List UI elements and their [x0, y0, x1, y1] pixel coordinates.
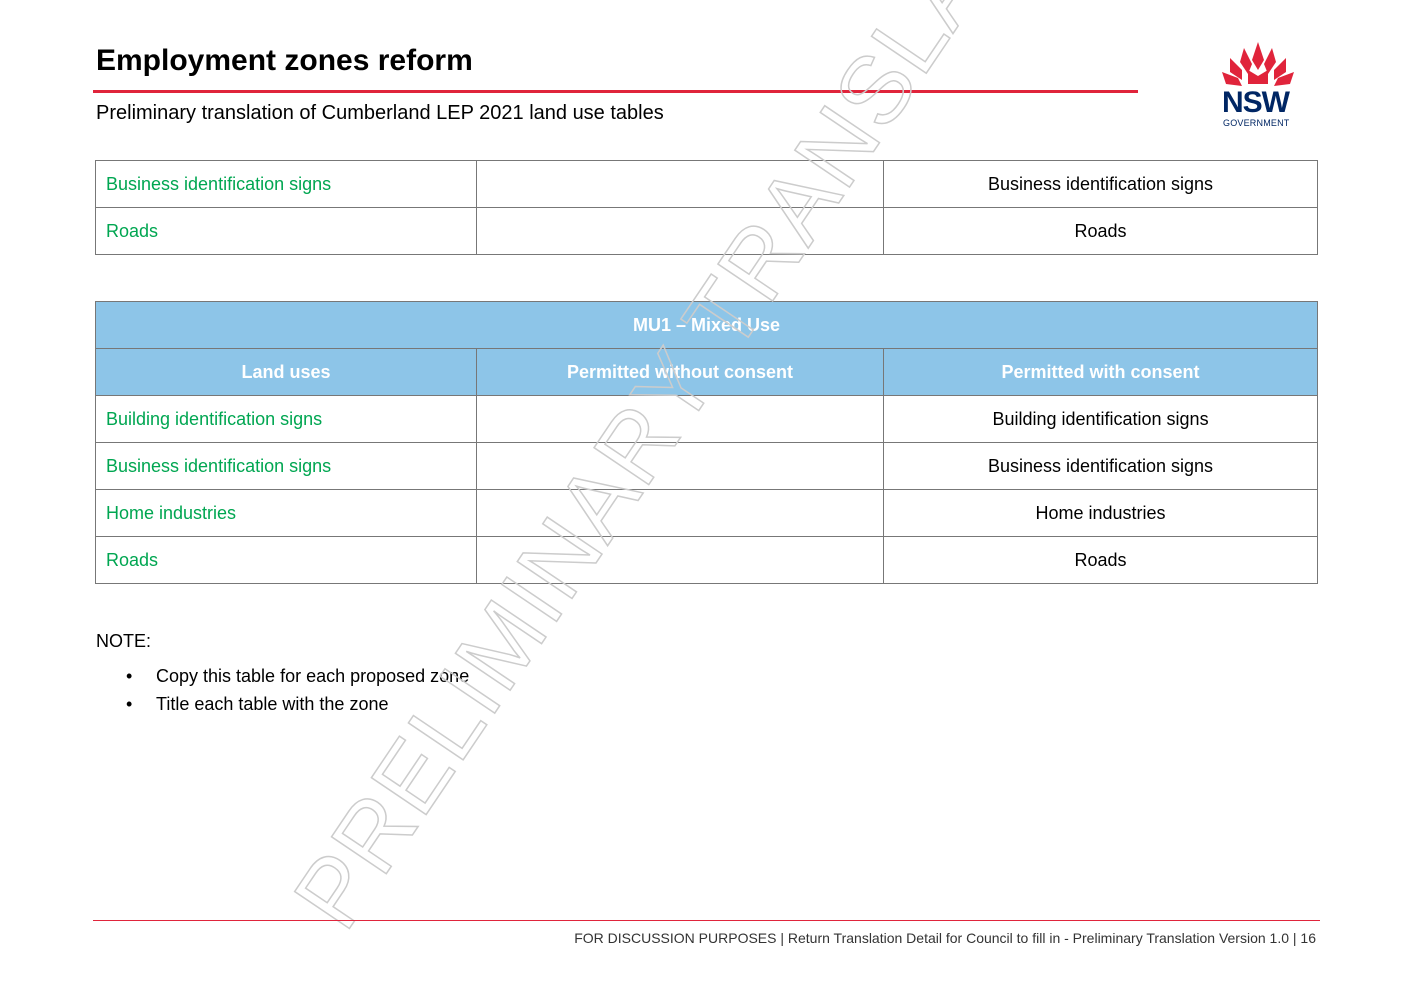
table-row: Roads Roads — [95, 536, 1319, 584]
note-item: Copy this table for each proposed zone — [96, 663, 469, 691]
page-footer: FOR DISCUSSION PURPOSES | Return Transla… — [574, 930, 1316, 946]
zone-title-row: MU1 – Mixed Use — [94, 301, 1319, 349]
without-consent-cell — [476, 395, 884, 443]
table-row: Home industries Home industries — [95, 489, 1319, 537]
zone-title: MU1 – Mixed Use — [94, 301, 1319, 349]
without-consent-cell — [476, 160, 884, 208]
footer-divider — [93, 920, 1320, 921]
table-row: Business identification signs Business i… — [95, 160, 1318, 208]
without-consent-cell — [476, 536, 884, 584]
title-divider — [93, 90, 1138, 93]
column-header-with-consent: Permitted with consent — [882, 348, 1319, 396]
note-item: Title each table with the zone — [96, 691, 469, 719]
land-use-cell: Building identification signs — [95, 395, 477, 443]
with-consent-cell: Business identification signs — [882, 442, 1319, 490]
with-consent-cell: Home industries — [882, 489, 1319, 537]
land-use-cell: Business identification signs — [95, 160, 477, 208]
with-consent-cell: Roads — [882, 536, 1319, 584]
note-label: NOTE: — [96, 631, 152, 651]
land-use-table-continued: Business identification signs Business i… — [95, 160, 1318, 255]
with-consent-cell: Roads — [883, 207, 1318, 255]
without-consent-cell — [476, 442, 884, 490]
page-title: Employment zones reform — [96, 44, 473, 77]
land-use-cell: Roads — [95, 207, 477, 255]
nsw-logo-text: NSW — [1222, 86, 1290, 119]
without-consent-cell — [476, 489, 884, 537]
with-consent-cell: Business identification signs — [883, 160, 1318, 208]
land-use-cell: Roads — [95, 536, 477, 584]
mu1-land-use-table: MU1 – Mixed Use Land uses Permitted with… — [94, 301, 1319, 584]
column-header-row: Land uses Permitted without consent Perm… — [95, 348, 1319, 396]
land-use-cell: Home industries — [95, 489, 477, 537]
page-subtitle: Preliminary translation of Cumberland LE… — [96, 102, 664, 124]
government-logo-text: GOVERNMENT — [1223, 118, 1290, 128]
table-row: Business identification signs Business i… — [95, 442, 1319, 490]
without-consent-cell — [476, 207, 884, 255]
table-row: Building identification signs Building i… — [95, 395, 1319, 443]
land-use-cell: Business identification signs — [95, 442, 477, 490]
column-header-without-consent: Permitted without consent — [476, 348, 884, 396]
with-consent-cell: Building identification signs — [882, 395, 1319, 443]
column-header-land-uses: Land uses — [95, 348, 477, 396]
waratah-logo-icon — [1222, 42, 1294, 86]
table-row: Roads Roads — [95, 207, 1318, 255]
note-list: Copy this table for each proposed zone T… — [96, 663, 469, 719]
